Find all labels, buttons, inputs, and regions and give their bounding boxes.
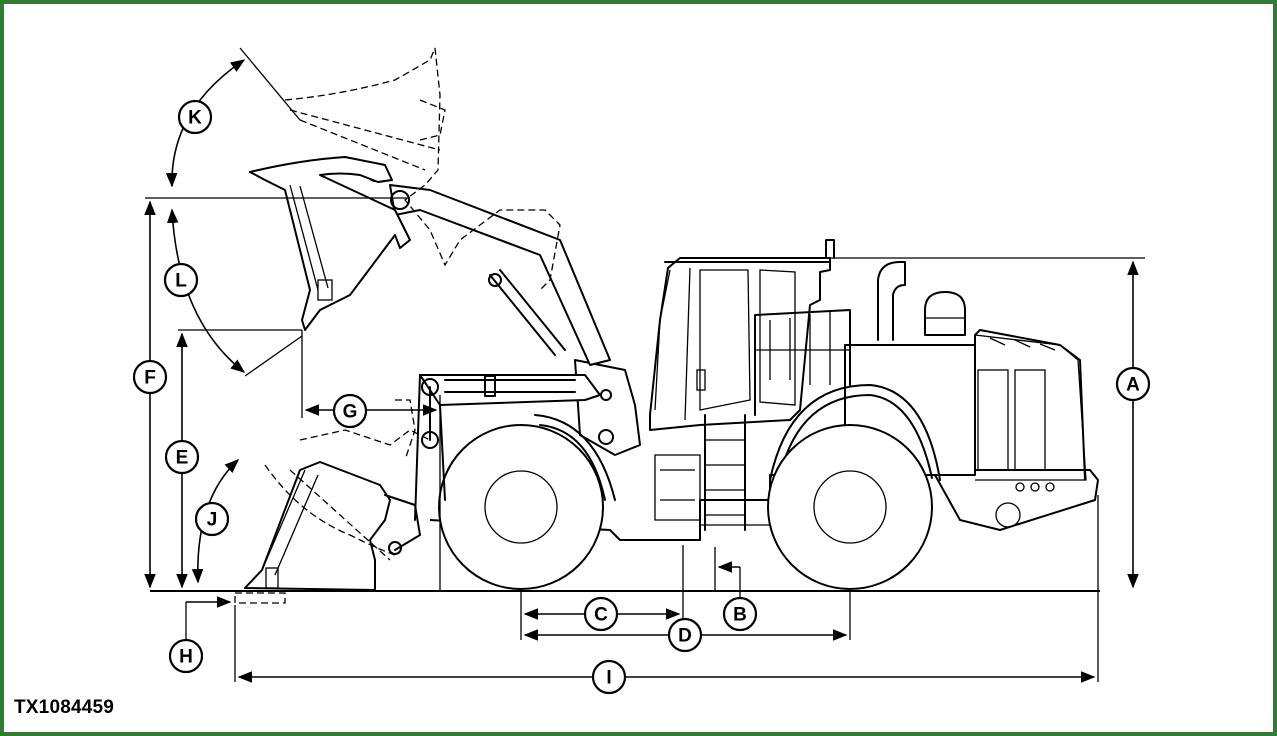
dimension-i: [234, 495, 1099, 683]
svg-text:H: H: [179, 647, 193, 668]
svg-text:L: L: [175, 271, 187, 292]
raised-bucket: [249, 156, 411, 331]
svg-text:G: G: [343, 402, 358, 423]
callout-j: J: [194, 501, 230, 537]
dimension-h: [185, 596, 232, 640]
dimension-a: [830, 257, 1145, 589]
callout-g: G: [332, 393, 368, 429]
dimension-f: [144, 197, 410, 589]
callout-i: I: [591, 659, 627, 695]
loader-body: [368, 168, 1099, 590]
ground-bucket: [244, 461, 391, 591]
callout-f: F: [132, 359, 168, 395]
svg-text:A: A: [1126, 375, 1140, 396]
svg-text:F: F: [144, 368, 156, 389]
figure-id-label: TX1084459: [14, 697, 115, 718]
svg-text:J: J: [207, 510, 218, 531]
svg-text:B: B: [733, 605, 747, 626]
callout-d: D: [667, 617, 703, 653]
callout-a: A: [1115, 366, 1151, 402]
alternate-positions: [234, 47, 561, 604]
svg-text:D: D: [678, 626, 692, 647]
dimension-l-arc: [166, 208, 246, 373]
callout-k: K: [177, 99, 213, 135]
dimension-b: [714, 547, 741, 598]
svg-text:E: E: [176, 448, 189, 469]
dimension-g: [301, 330, 441, 591]
callout-c: C: [583, 596, 619, 632]
callout-l: L: [163, 262, 199, 298]
callout-b: B: [722, 596, 758, 632]
svg-text:K: K: [188, 108, 202, 129]
svg-text:I: I: [606, 668, 611, 689]
callout-h: H: [168, 638, 204, 674]
svg-text:C: C: [594, 605, 608, 626]
callout-e: E: [164, 439, 200, 475]
